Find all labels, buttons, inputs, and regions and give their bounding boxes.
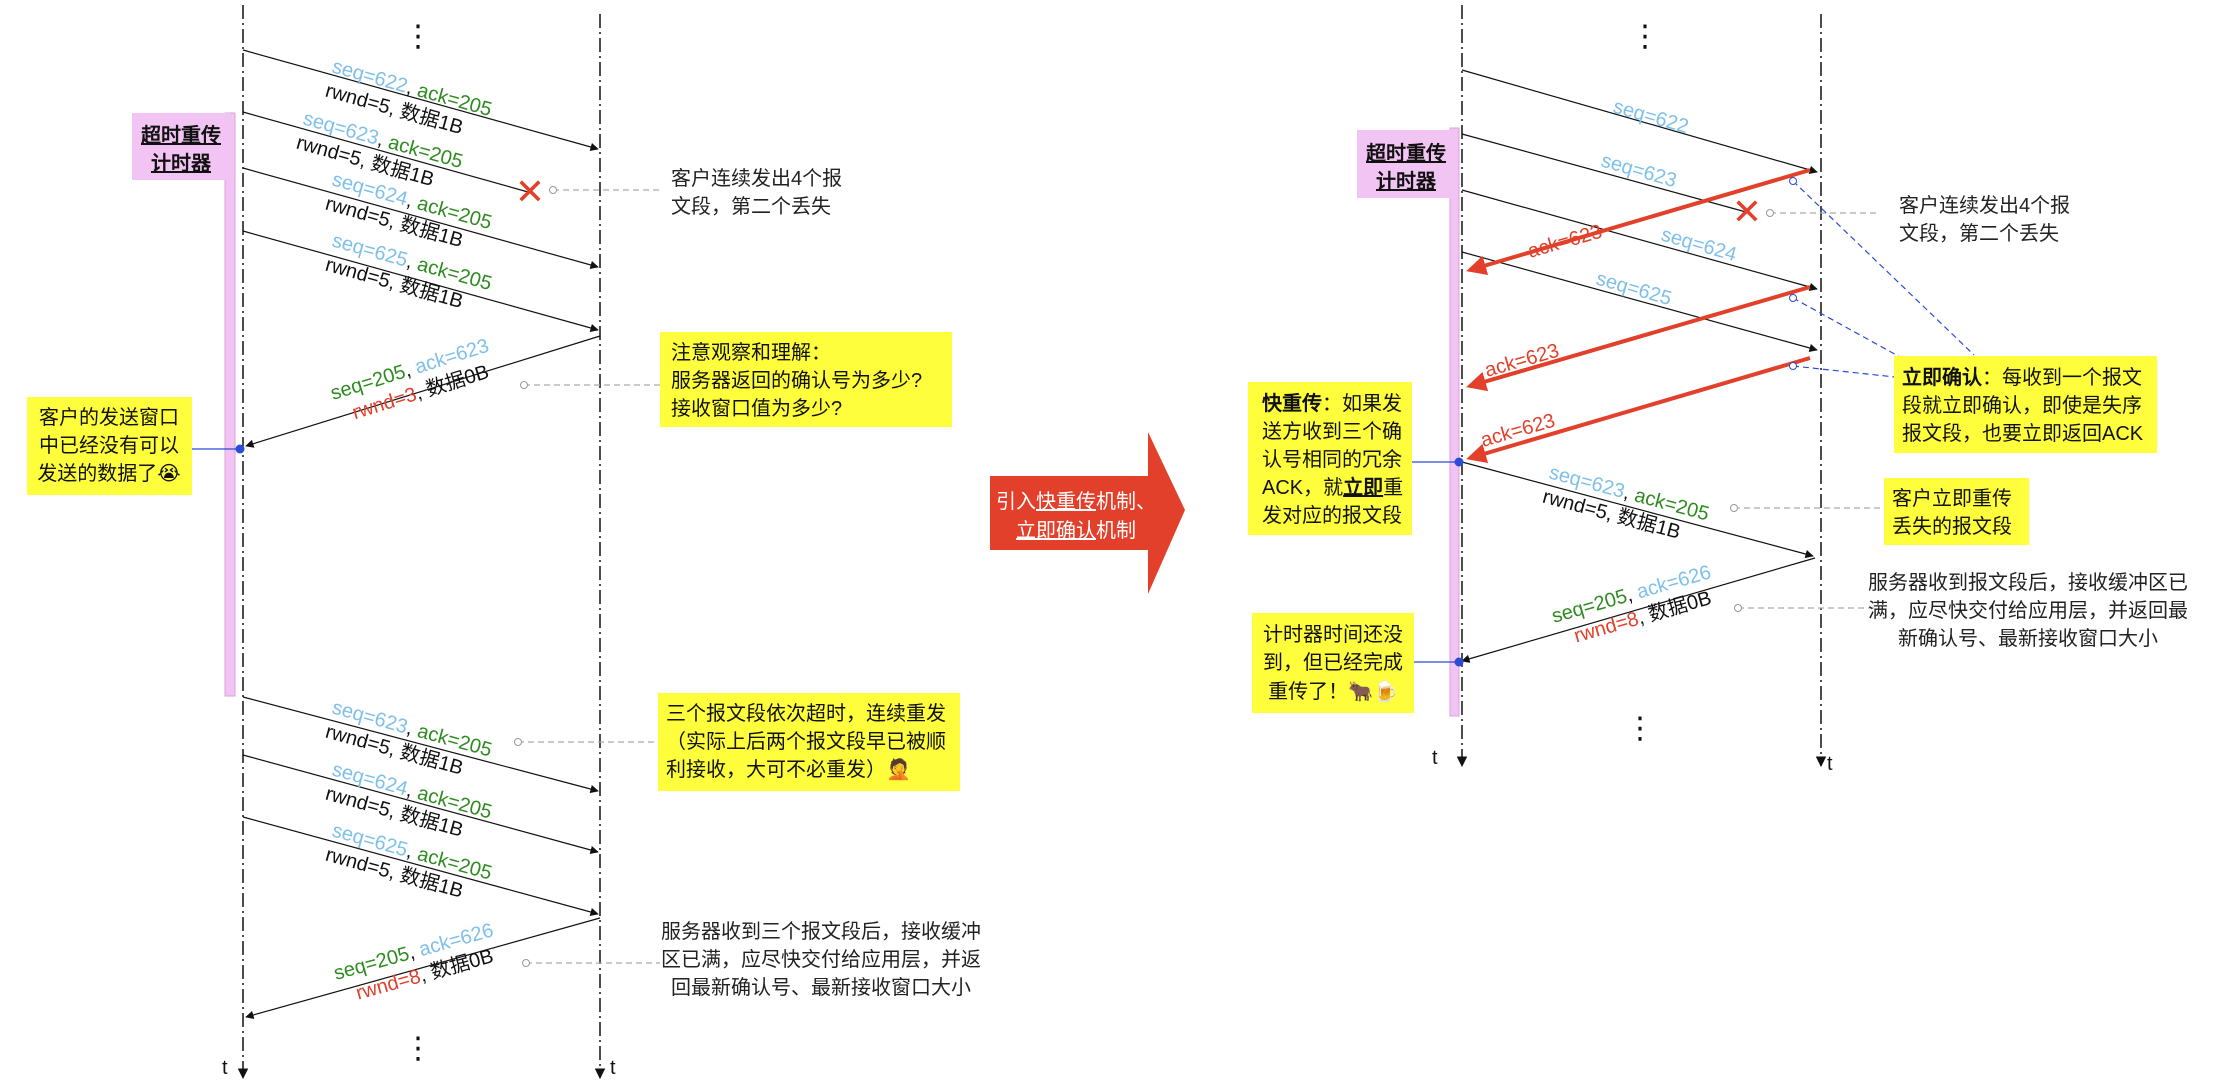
right-reply-arrow: [1461, 557, 1816, 663]
left-client-t: t: [222, 1057, 228, 1079]
right-connector-immediate-3: [1792, 365, 1896, 378]
left-note-observe-1: 注意观察和理解：: [671, 341, 831, 364]
right-ack-arrow-1: [1466, 168, 1811, 276]
left-note-window-box: [27, 397, 192, 495]
left-note-window-3: 发送的数据了😭: [37, 462, 180, 485]
right-timer-label-box: [1357, 130, 1455, 198]
left-note-observe-2: 服务器返回的确认号为多少?: [671, 369, 922, 392]
right-timer-bar: [1449, 127, 1460, 717]
right-note-server-2: 满，应尽快交付给应用层，并返回最: [1868, 599, 2188, 622]
left-note-resend-box: [658, 693, 960, 791]
left-reply-arrow-1: [245, 335, 601, 448]
right-timer-label-2: 计时器: [1376, 170, 1437, 193]
left-diagram: t t ⋮ ⋮ 超时重传 计时器 ✕ seq=622, ack=205 rwnd…: [27, 5, 981, 1080]
right-ack-2: ack=623: [1482, 340, 1561, 382]
right-seq-623: seq=623: [1599, 150, 1679, 192]
right-note-client-resend-1: 客户立即重传: [1892, 487, 2012, 510]
right-arrow-623-lost: [1461, 133, 1747, 213]
left-note-resend-1: 三个报文段依次超时，连续重发: [666, 702, 946, 725]
right-ack-1: ack=623: [1525, 221, 1604, 263]
right-seq-624: seq=624: [1659, 224, 1739, 266]
left-timer-bar: [224, 112, 236, 697]
left-note-window-1: 客户的发送窗口: [39, 406, 179, 429]
right-lost-x: ✕: [1732, 191, 1762, 232]
right-client-t: t: [1432, 747, 1438, 769]
right-note-server-3: 新确认号、最新接收窗口大小: [1898, 627, 2158, 650]
right-note-timer-3: 重传了！🐂🍺: [1268, 679, 1398, 703]
right-note-fast-3: 认号相同的冗余: [1262, 448, 1402, 471]
right-note-fast-1: 快重传：如果发: [1262, 391, 1402, 415]
right-seq-625: seq=625: [1594, 268, 1674, 310]
right-ack-arrow-3: [1466, 356, 1811, 464]
left-resend-624: [242, 754, 599, 855]
left-resend-625: [242, 816, 599, 917]
right-fast-dot: [1454, 457, 1464, 467]
right-ack-arrow-2: [1466, 285, 1811, 392]
right-note-immediate-2: 段就立即确认，即使是失序: [1902, 394, 2142, 417]
right-connector-immediate-2: [1792, 297, 1901, 358]
transition-arrow-shape: [990, 432, 1185, 594]
left-note-resend-3: 利接收，大可不必重发）🤦: [666, 757, 911, 781]
right-note-immediate-box: [1894, 356, 2157, 453]
left-window-dot: [235, 444, 245, 454]
right-resend-623: [1461, 461, 1814, 559]
right-arrow-625: [1461, 251, 1818, 353]
left-note-server-3: 回最新确认号、最新接收窗口大小: [671, 976, 971, 999]
right-diagram: t t ⋮ ⋮ 超时重传 计时器 ✕ seq=622 seq=623 seq=6…: [1248, 5, 2188, 775]
transition-arrow-line2: 立即确认机制: [1016, 519, 1136, 542]
left-arrow-622: [242, 49, 599, 152]
right-arrow-622: [1461, 69, 1818, 174]
right-arrow-624: [1461, 189, 1818, 292]
left-resend-623: [242, 696, 599, 794]
right-timer-dot: [1454, 657, 1464, 667]
right-note-fast-4: ACK，就立即重: [1262, 475, 1403, 499]
left-timer-label-1: 超时重传: [140, 123, 221, 147]
left-timer-label-2: 计时器: [151, 152, 212, 175]
left-arrow-625: [242, 230, 599, 333]
left-note-lost-2: 文段，第二个丢失: [671, 195, 831, 218]
left-dots-top: ⋮: [403, 20, 433, 53]
right-dots-bottom: ⋮: [1625, 712, 1655, 745]
right-note-client-resend-2: 丢失的报文段: [1892, 515, 2012, 538]
right-note-timer-1: 计时器时间还没: [1263, 623, 1403, 646]
left-note-resend-2: （实际上后两个报文段早已被顺: [666, 730, 946, 753]
left-reply-arrow-2: [245, 917, 601, 1020]
right-note-timer-2: 到，但已经完成: [1263, 651, 1403, 674]
left-note-observe-box: [660, 332, 952, 427]
right-note-lost-1: 客户连续发出4个报: [1899, 194, 2070, 217]
left-note-server-2: 区已满，应尽快交付给应用层，并返: [661, 948, 981, 971]
right-note-lost-2: 文段，第二个丢失: [1899, 222, 2059, 245]
right-note-client-resend-box: [1884, 478, 2029, 545]
transition-arrow-line1: 引入快重传机制、: [996, 490, 1156, 513]
right-connector-immediate-1: [1792, 180, 1975, 356]
right-dots-top: ⋮: [1630, 20, 1660, 53]
right-note-fast-2: 送方收到三个确: [1262, 420, 1402, 443]
right-note-fast-box: [1248, 382, 1412, 535]
transition-arrow: 引入快重传机制、 立即确认机制: [990, 432, 1185, 594]
left-server-t: t: [610, 1057, 616, 1079]
right-note-immediate-1: 立即确认：每收到一个报文: [1902, 365, 2142, 389]
right-note-immediate-3: 报文段，也要立即返回ACK: [1902, 422, 2144, 445]
left-arrow-624: [242, 167, 599, 270]
left-note-window-2: 中已经没有可以: [39, 434, 179, 457]
left-note-lost-1: 客户连续发出4个报: [671, 167, 842, 190]
left-note-observe-3: 接收窗口值为多少?: [671, 397, 842, 420]
left-dots-bottom: ⋮: [403, 1032, 433, 1065]
right-note-server-1: 服务器收到报文段后，接收缓冲区已: [1868, 571, 2188, 594]
left-arrow-623-lost: [242, 111, 529, 193]
right-server-t: t: [1827, 753, 1833, 775]
right-note-timer-box: [1252, 613, 1414, 713]
left-note-server-1: 服务器收到三个报文段后，接收缓冲: [661, 920, 981, 943]
right-timer-label-1: 超时重传: [1365, 141, 1446, 165]
left-timer-label-box: [132, 113, 230, 180]
left-lost-x: ✕: [515, 171, 545, 212]
right-seq-622: seq=622: [1611, 96, 1691, 138]
right-note-fast-5: 发对应的报文段: [1262, 504, 1402, 527]
